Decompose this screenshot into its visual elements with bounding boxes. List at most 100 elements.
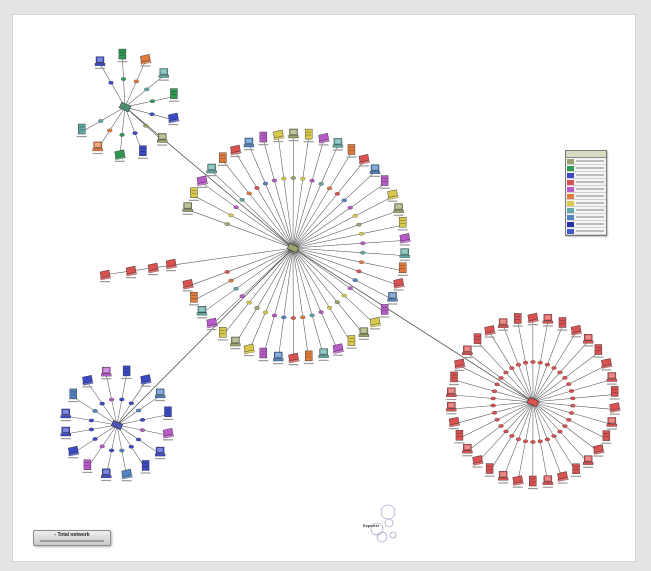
- connector-node[interactable]: [544, 437, 550, 442]
- computer-icon[interactable]: [92, 141, 103, 152]
- computer-icon[interactable]: [332, 138, 344, 148]
- connector-node[interactable]: [149, 99, 155, 103]
- connector-node[interactable]: [334, 300, 340, 304]
- server-icon[interactable]: [450, 371, 458, 383]
- server-icon[interactable]: [190, 292, 198, 303]
- server-icon[interactable]: [347, 144, 356, 155]
- connector-node[interactable]: [334, 192, 340, 196]
- laptop-icon[interactable]: [399, 233, 411, 244]
- laptop-icon[interactable]: [243, 343, 256, 355]
- network-canvas[interactable]: - Total network Explorer: [12, 14, 636, 562]
- server-icon[interactable]: [473, 333, 482, 344]
- connector-node[interactable]: [132, 131, 138, 135]
- computer-icon[interactable]: [583, 455, 594, 465]
- laptop-icon[interactable]: [147, 262, 160, 274]
- server-icon[interactable]: [219, 152, 227, 163]
- laptop-icon[interactable]: [82, 374, 94, 386]
- server-icon[interactable]: [170, 88, 178, 99]
- connector-node[interactable]: [290, 316, 296, 320]
- explorer-node[interactable]: [380, 504, 396, 520]
- connector-node[interactable]: [143, 123, 149, 128]
- computer-icon[interactable]: [288, 128, 299, 139]
- connector-node[interactable]: [566, 382, 572, 386]
- connector-node[interactable]: [544, 362, 550, 367]
- connector-node[interactable]: [119, 448, 125, 453]
- connector-node[interactable]: [318, 182, 324, 186]
- laptop-icon[interactable]: [140, 374, 152, 385]
- connector-node[interactable]: [341, 293, 347, 298]
- connector-node[interactable]: [271, 313, 278, 318]
- laptop-icon[interactable]: [168, 112, 180, 124]
- connector-node[interactable]: [318, 310, 324, 314]
- connector-node[interactable]: [281, 176, 287, 181]
- server-icon[interactable]: [455, 430, 464, 441]
- connector-node[interactable]: [568, 389, 575, 393]
- connector-node[interactable]: [347, 205, 353, 210]
- connector-node[interactable]: [537, 360, 543, 365]
- connector-node[interactable]: [494, 382, 500, 387]
- server-icon[interactable]: [219, 327, 227, 338]
- connector-node[interactable]: [99, 401, 105, 406]
- connector-node[interactable]: [515, 362, 521, 367]
- server-icon[interactable]: [122, 365, 131, 377]
- server-icon[interactable]: [141, 460, 150, 471]
- connector-node[interactable]: [341, 198, 347, 203]
- connector-node[interactable]: [224, 222, 230, 226]
- connector-node[interactable]: [144, 87, 150, 92]
- server-icon[interactable]: [572, 463, 580, 474]
- connector-node[interactable]: [99, 444, 105, 449]
- laptop-icon[interactable]: [125, 265, 138, 277]
- connector-node[interactable]: [522, 360, 529, 365]
- explorer-node[interactable]: [384, 518, 394, 528]
- computer-icon[interactable]: [358, 327, 370, 337]
- connector-node[interactable]: [360, 251, 366, 255]
- computer-icon[interactable]: [462, 443, 473, 454]
- connector-node[interactable]: [119, 397, 125, 402]
- laptop-icon[interactable]: [140, 54, 152, 65]
- connector-node[interactable]: [228, 213, 234, 218]
- laptop-icon[interactable]: [182, 279, 194, 290]
- laptop-icon[interactable]: [448, 416, 461, 428]
- computer-icon[interactable]: [94, 56, 106, 66]
- server-icon[interactable]: [513, 313, 522, 324]
- connector-node[interactable]: [498, 376, 504, 380]
- connector-node[interactable]: [239, 294, 245, 298]
- connector-node[interactable]: [136, 437, 142, 442]
- connector-node[interactable]: [109, 448, 115, 453]
- connector-node[interactable]: [358, 232, 365, 236]
- connector-node[interactable]: [224, 270, 230, 274]
- connector-node[interactable]: [537, 439, 543, 444]
- switch-hub-icon[interactable]: [526, 396, 540, 408]
- laptop-icon[interactable]: [99, 269, 112, 281]
- connector-node[interactable]: [347, 286, 353, 291]
- computer-icon[interactable]: [60, 426, 71, 437]
- connector-node[interactable]: [128, 444, 134, 449]
- connector-node[interactable]: [309, 313, 315, 318]
- connector-node[interactable]: [139, 418, 146, 422]
- computer-icon[interactable]: [230, 336, 241, 347]
- connector-node[interactable]: [109, 397, 115, 402]
- computer-icon[interactable]: [273, 351, 284, 362]
- connector-node[interactable]: [503, 370, 509, 375]
- connector-node[interactable]: [530, 360, 536, 364]
- explorer-node[interactable]: [370, 522, 384, 536]
- connector-node[interactable]: [98, 119, 104, 123]
- laptop-icon[interactable]: [601, 358, 613, 369]
- server-icon[interactable]: [594, 344, 603, 355]
- server-icon[interactable]: [380, 304, 389, 315]
- connector-node[interactable]: [262, 181, 269, 186]
- legend-panel[interactable]: [565, 150, 607, 236]
- connector-node[interactable]: [119, 133, 125, 137]
- laptop-icon[interactable]: [527, 312, 540, 324]
- computer-icon[interactable]: [154, 446, 166, 457]
- switch-hub-icon[interactable]: [110, 419, 124, 431]
- laptop-icon[interactable]: [358, 154, 371, 165]
- laptop-icon[interactable]: [570, 324, 583, 336]
- laptop-icon[interactable]: [332, 343, 345, 354]
- computer-icon[interactable]: [243, 137, 255, 148]
- server-icon[interactable]: [190, 187, 198, 198]
- connector-node[interactable]: [290, 176, 296, 180]
- connector-node[interactable]: [491, 389, 498, 393]
- connector-node[interactable]: [88, 418, 94, 423]
- connector-node[interactable]: [530, 440, 536, 444]
